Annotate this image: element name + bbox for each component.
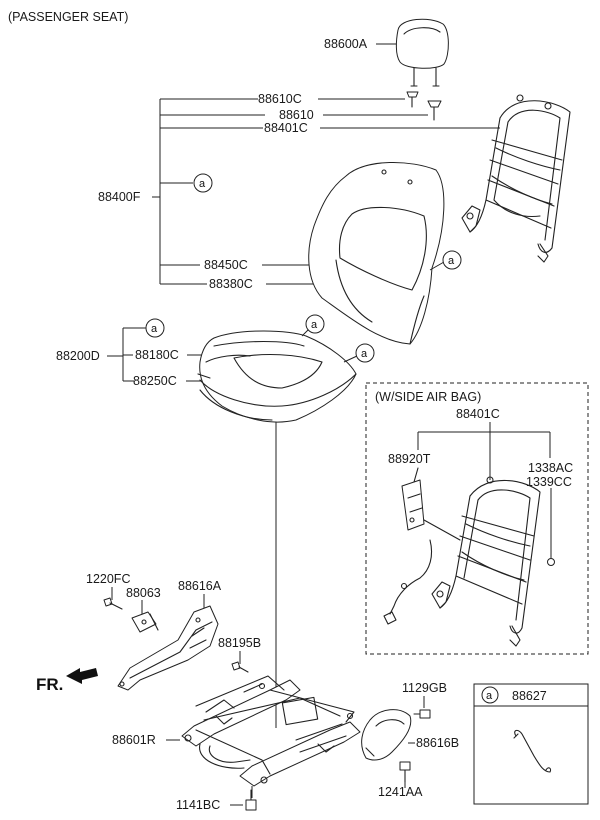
label-88195B: 88195B xyxy=(218,636,261,650)
screw-88195B-drawing xyxy=(231,661,249,673)
airbag-module-drawing xyxy=(383,467,461,625)
label-88063: 88063 xyxy=(126,586,161,600)
label-88400F: 88400F xyxy=(98,190,141,204)
legend-part-number: 88627 xyxy=(512,689,547,703)
headrest-guide-drawing xyxy=(406,91,442,121)
label-88401C-airbag: 88401C xyxy=(456,407,500,421)
bracket-88063-drawing xyxy=(131,611,159,633)
bolt-1141BC-drawing xyxy=(245,789,257,811)
seat-track-drawing xyxy=(181,675,361,787)
label-1339CC: 1339CC xyxy=(526,475,572,489)
seat-back-cover-drawing xyxy=(308,162,445,345)
bolt-1129GB-drawing xyxy=(413,709,431,719)
label-88200D: 88200D xyxy=(56,349,100,363)
label-88610: 88610 xyxy=(279,108,314,122)
label-88616A: 88616A xyxy=(178,579,222,593)
bolt-1241AA-drawing xyxy=(399,761,411,783)
label-1241AA: 1241AA xyxy=(378,785,423,799)
label-88610C: 88610C xyxy=(258,92,302,106)
svg-text:a: a xyxy=(448,255,455,267)
callout-a-cushion-top: a xyxy=(305,314,325,334)
svg-text:a: a xyxy=(361,348,368,360)
svg-text:a: a xyxy=(151,323,158,335)
label-1338AC: 1338AC xyxy=(528,461,573,475)
legend-callout-a: a xyxy=(481,686,499,704)
label-88616B: 88616B xyxy=(416,736,459,750)
callout-a-back-cover: a xyxy=(442,250,462,270)
diagram-title: (PASSENGER SEAT) xyxy=(8,10,128,24)
label-88601R: 88601R xyxy=(112,733,156,747)
legend-box xyxy=(473,683,589,805)
shield-88616B-drawing xyxy=(361,709,412,761)
svg-text:a: a xyxy=(486,690,493,702)
label-88250C: 88250C xyxy=(133,374,177,388)
label-1141BC: 1141BC xyxy=(176,798,220,812)
bolt-1220FC-drawing xyxy=(103,597,123,610)
callout-a-cushion-left: a xyxy=(145,318,165,338)
svg-text:a: a xyxy=(311,319,318,331)
headrest-drawing xyxy=(395,18,449,87)
front-arrow-icon xyxy=(66,668,98,684)
label-1129GB: 1129GB xyxy=(402,681,447,695)
label-88450C: 88450C xyxy=(204,258,248,272)
svg-text:a: a xyxy=(199,178,206,190)
callout-a-back: a xyxy=(193,173,213,193)
label-88920T: 88920T xyxy=(388,452,431,466)
legend-clip-drawing xyxy=(513,729,552,773)
side-airbag-box xyxy=(365,382,589,655)
shield-88616A-drawing xyxy=(117,605,219,691)
label-1220FC: 1220FC xyxy=(86,572,130,586)
airbag-seat-back-frame-drawing xyxy=(431,476,555,647)
label-88600A: 88600A xyxy=(324,37,368,51)
label-88401C: 88401C xyxy=(264,121,308,135)
side-airbag-title: (W/SIDE AIR BAG) xyxy=(375,390,481,404)
callout-a-cushion-right: a xyxy=(355,343,375,363)
label-88380C: 88380C xyxy=(209,277,253,291)
front-direction-label: FR. xyxy=(36,675,63,694)
seat-cushion-drawing xyxy=(197,330,357,423)
label-88180C: 88180C xyxy=(135,348,179,362)
seat-back-frame-drawing xyxy=(461,94,571,263)
